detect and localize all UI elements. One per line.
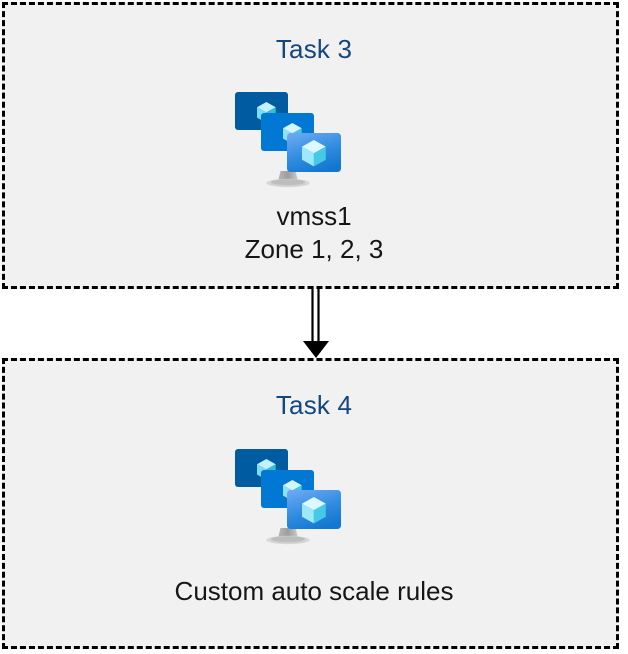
vmss-icon [229, 445, 347, 549]
connector-arrow-task3-to-task4 [296, 286, 336, 360]
task-4-title: Task 4 [275, 390, 353, 420]
vmss-icon [229, 88, 347, 192]
task-4-caption-line-1: Custom auto scale rules [174, 576, 454, 606]
task-3-caption-line-1: vmss1 [276, 201, 352, 231]
task-3-caption: vmss1 Zone 1, 2, 3 [0, 200, 628, 267]
task-4-caption: Custom auto scale rules [0, 575, 628, 608]
task-3-title: Task 3 [275, 34, 353, 64]
task-3-caption-line-2: Zone 1, 2, 3 [244, 234, 384, 265]
